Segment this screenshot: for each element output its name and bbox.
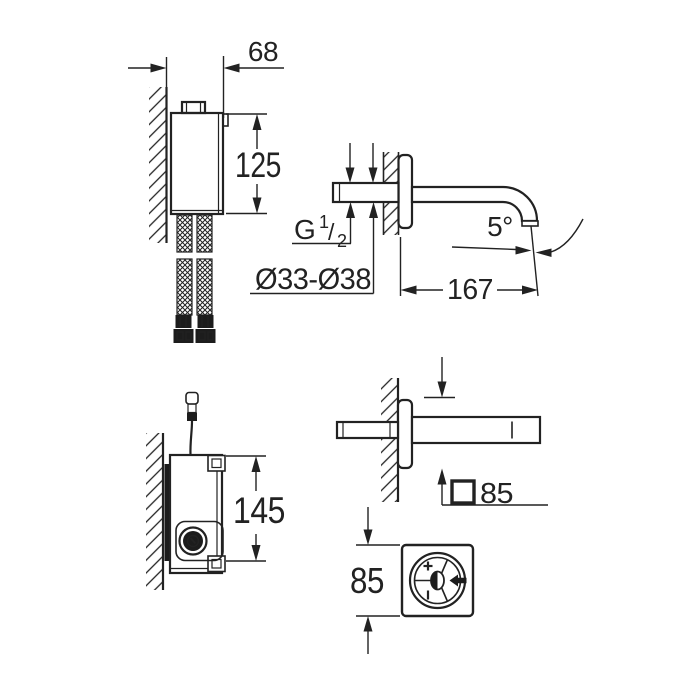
dimension-thread-g12: G 1 / 2	[292, 143, 355, 251]
hose-collar	[197, 315, 214, 328]
thread-label-g: G	[294, 214, 315, 245]
inlet-pipe	[331, 181, 400, 204]
control-plate	[400, 543, 475, 618]
view-control-plate-front: 85	[350, 507, 475, 654]
angle-label: 5°	[487, 211, 513, 242]
dimension-hole-diameter: Ø33-Ø38	[250, 143, 378, 296]
dimension-stream-angle: 5°	[451, 211, 584, 257]
dimension-square-85: 85	[424, 357, 548, 510]
view-control-unit-side: 145	[146, 391, 286, 590]
mounting-rail	[164, 464, 170, 561]
dimension-68: 68	[128, 36, 284, 118]
mounting-clip-top	[207, 454, 226, 472]
spout-body	[410, 415, 542, 445]
dimension-125: 125	[226, 113, 282, 215]
dimension-label-125: 125	[235, 146, 281, 185]
plus-icon	[423, 561, 433, 571]
square-symbol-icon	[450, 479, 476, 505]
view-spout-side: G 1 / 2 Ø33-Ø38 5°	[250, 143, 584, 306]
diameter-label: Ø33-Ø38	[255, 263, 371, 296]
thread-label-numerator: 1	[319, 212, 329, 232]
power-plug	[185, 391, 199, 456]
dimension-label-145: 145	[233, 490, 285, 531]
adjustment-knob	[175, 520, 224, 562]
wall-hatching	[381, 378, 398, 502]
knob-slot	[189, 537, 197, 545]
power-cable	[189, 420, 194, 456]
box-side-clip	[222, 113, 229, 127]
square-escutcheon	[396, 398, 414, 470]
dimension-label-85: 85	[350, 560, 384, 601]
wall-hatching	[149, 87, 166, 243]
hose-collar	[175, 315, 192, 328]
dimension-145: 145	[226, 455, 286, 562]
mounting-clip-bottom	[207, 555, 226, 573]
control-box-outline	[169, 100, 229, 216]
dimension-label-68: 68	[248, 36, 278, 67]
water-stream-line	[530, 225, 539, 297]
inlet-pipe	[335, 420, 400, 440]
left-arrow-icon	[449, 574, 467, 587]
thread-label-denominator: 2	[337, 231, 347, 251]
spout-body	[410, 185, 539, 223]
dimension-167: 167	[399, 237, 538, 306]
view-control-box-side: 68 125	[128, 36, 284, 343]
box-top-cap	[180, 100, 207, 115]
dimension-85: 85	[350, 507, 400, 654]
view-spout-top: 85	[335, 357, 548, 510]
dimension-label-square-85: 85	[480, 478, 513, 510]
connection-hoses	[173, 214, 216, 343]
dimension-label-167: 167	[447, 274, 493, 306]
wall-escutcheon	[397, 153, 414, 230]
wall-hatching	[146, 433, 163, 590]
spout-aerator	[521, 220, 539, 227]
thread-label-slash: /	[328, 219, 335, 245]
